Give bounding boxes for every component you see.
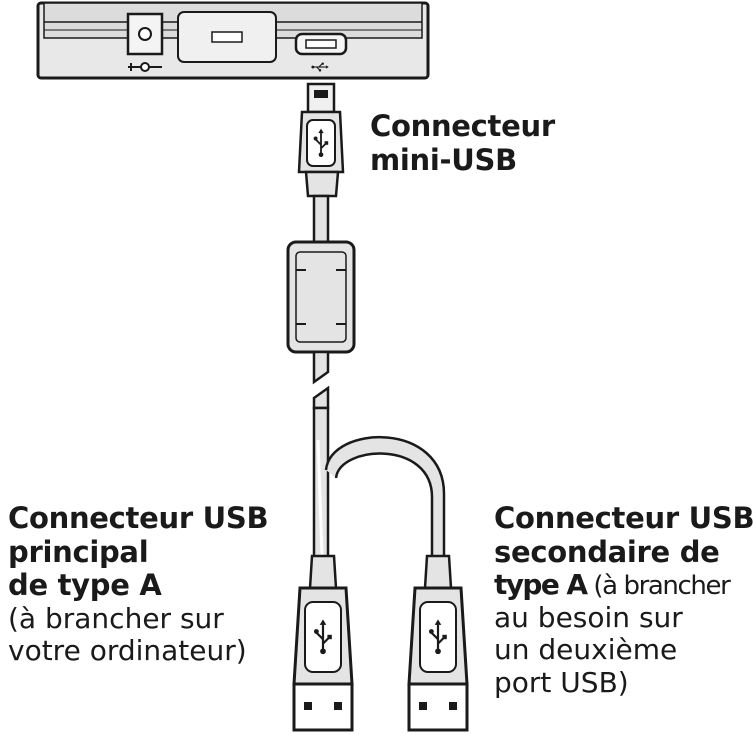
ferrite-bead xyxy=(286,240,356,354)
power-port xyxy=(126,12,164,56)
primary-label-line3: de type A xyxy=(8,568,162,603)
secondary-connector-label: Connecteur USB secondaire de type A (à b… xyxy=(494,501,753,699)
primary-connector-label: Connecteur USB principal de type A (à br… xyxy=(8,501,269,668)
secondary-label-line3-bold: type A xyxy=(494,568,588,602)
cable-segment-middle xyxy=(312,350,330,410)
external-drive xyxy=(36,1,430,80)
secondary-label-line3: type A (à brancher xyxy=(494,568,753,602)
secondary-label-line1: Connecteur USB xyxy=(494,501,753,535)
primary-label-line4: (à brancher sur xyxy=(8,601,224,635)
mini-usb-port xyxy=(294,32,348,56)
secondary-label-line4: au besoin sur xyxy=(494,600,683,634)
secondary-label-line5: un deuxième xyxy=(494,633,678,667)
primary-usb-a-connector xyxy=(292,554,354,732)
mini-usb-label: Connecteur mini-USB xyxy=(370,109,555,177)
primary-label-line2: principal xyxy=(8,534,149,569)
primary-label-line1: Connecteur USB xyxy=(8,501,269,535)
mini-usb-connector xyxy=(297,82,345,198)
y-splitter-cable xyxy=(312,406,446,562)
drive-panel-slot xyxy=(177,11,277,63)
secondary-label-line2: secondaire de xyxy=(494,534,720,569)
mini-usb-label-line1: Connecteur xyxy=(370,109,555,143)
secondary-label-line3-regular: (à brancher xyxy=(586,571,730,602)
primary-label-line5: votre ordinateur) xyxy=(8,634,247,668)
mini-usb-label-line2: mini-USB xyxy=(370,142,517,177)
secondary-label-line6: port USB) xyxy=(494,665,629,699)
cable-segment-upper xyxy=(312,194,330,244)
power-dc-symbol-icon xyxy=(128,62,162,72)
secondary-usb-a-connector xyxy=(407,554,469,732)
